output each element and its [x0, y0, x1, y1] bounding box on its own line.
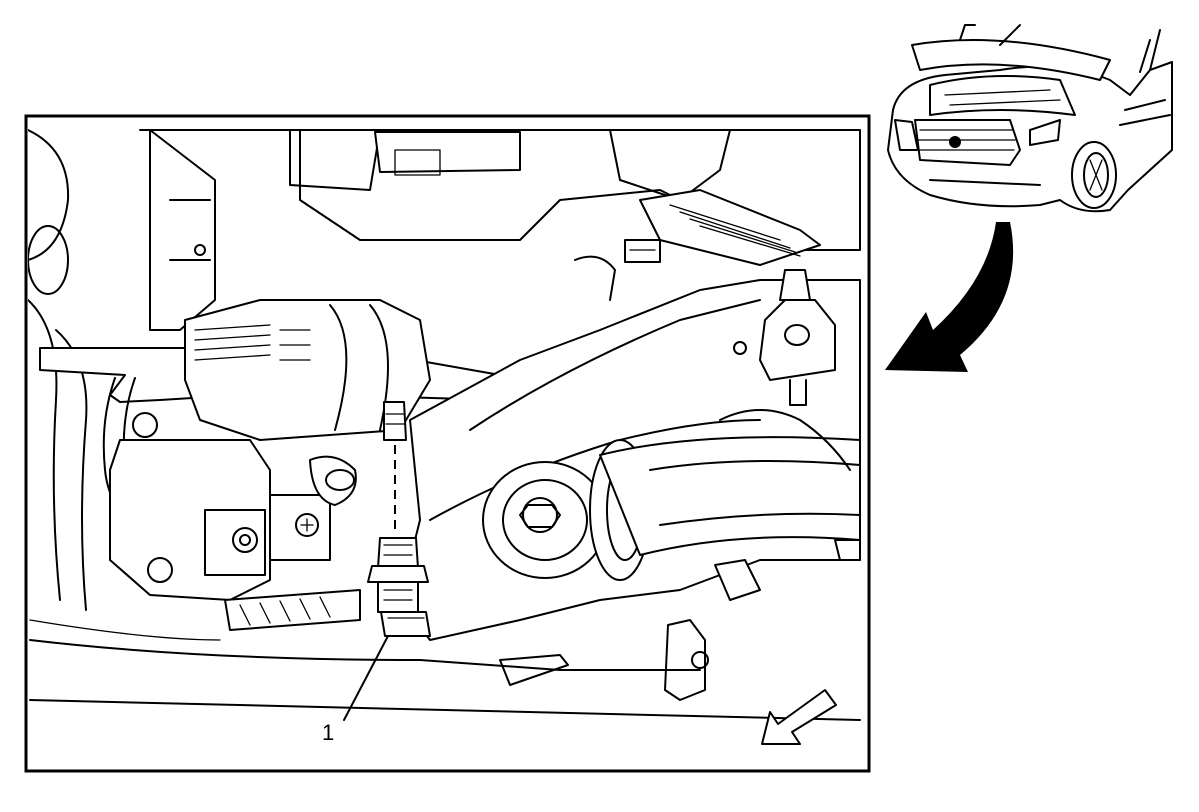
callout-leader-line: [343, 635, 389, 721]
vehicle-front-view-icon: [887, 24, 1173, 213]
undercarriage-drawing: [28, 129, 861, 721]
curved-arrow-icon: [885, 222, 1014, 372]
sensor-component: [367, 537, 431, 637]
callout-1-label: 1: [322, 720, 334, 745]
front-of-vehicle-arrow-icon: [761, 689, 837, 745]
